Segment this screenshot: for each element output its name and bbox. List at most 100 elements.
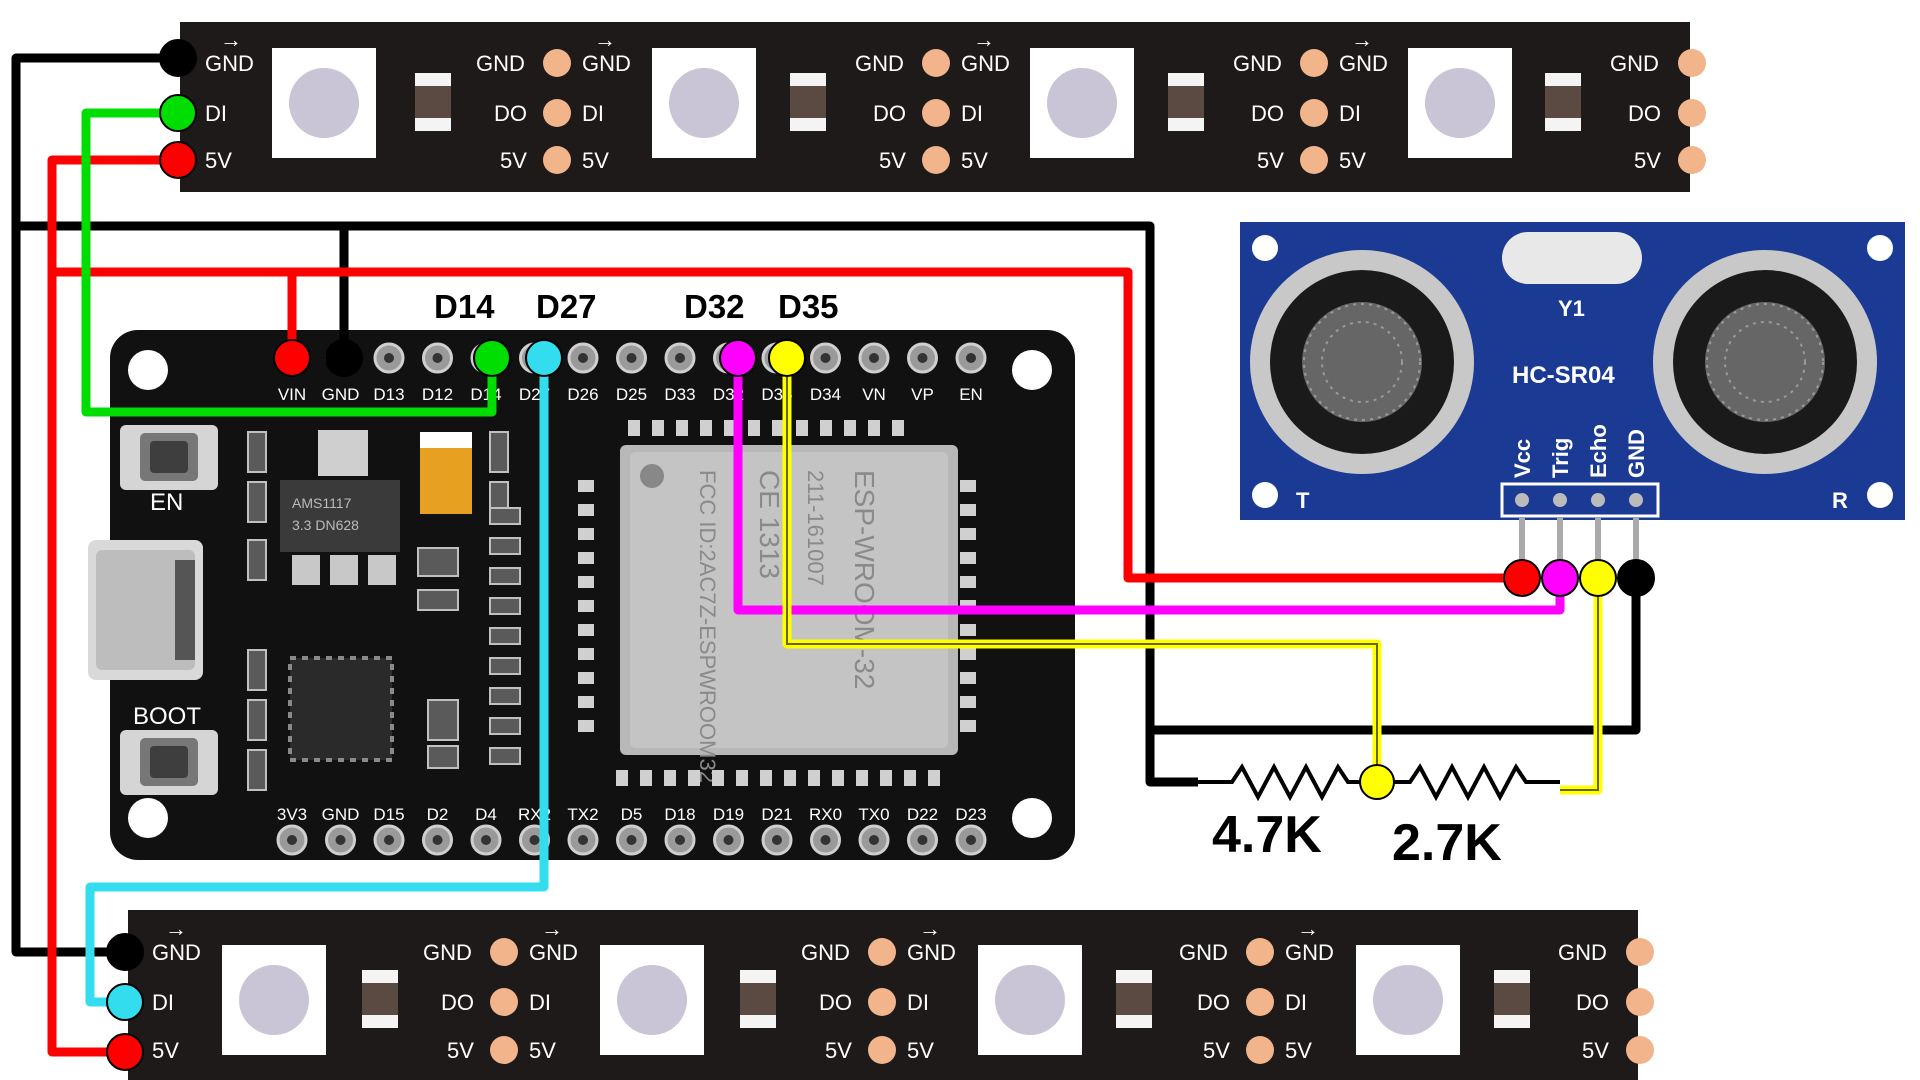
pin-label-d34: D34	[810, 385, 841, 404]
bottom-5v-label: 5V	[1203, 1038, 1230, 1063]
top-5v-label: 5V	[879, 148, 906, 173]
top-led-2	[652, 48, 826, 158]
bottom-arrow: →	[1297, 916, 1319, 941]
pin-hole	[432, 835, 443, 845]
bottom-5v-label: 5V	[907, 1038, 934, 1063]
bottom-di-label: DI	[1285, 990, 1307, 1015]
d14-data-wire	[81, 108, 497, 417]
resistor-network	[1198, 762, 1560, 802]
pin-hole	[578, 835, 588, 845]
resistor-2-7k	[1377, 762, 1560, 802]
transmitter-transducer	[1250, 250, 1474, 474]
bottom-gnd-label: GND	[1558, 940, 1607, 965]
bottom-do-label: DO	[441, 990, 474, 1015]
mount-hole	[1867, 482, 1893, 508]
sensor-echo-dot	[1579, 559, 1617, 597]
bottom-gnd-label: GND	[1285, 940, 1334, 965]
pin-hole	[820, 835, 831, 845]
bottom-led-3	[978, 945, 1152, 1055]
bottom-led-strip: GND DI 5V → GND DO 5V GND DI 5V → GND DO…	[128, 910, 1654, 1080]
y1-label: Y1	[1558, 296, 1585, 321]
sensor-pin-labels: Vcc Trig Echo GND	[1510, 424, 1649, 478]
gnd-pin-label: GND	[1624, 429, 1649, 478]
top-do-label: DO	[1251, 101, 1284, 126]
gnd-wire	[1150, 578, 1641, 735]
mount-hole	[1012, 798, 1052, 838]
pin-hole	[529, 835, 540, 845]
module-date-text: 211-161007	[803, 470, 828, 586]
module-model-text: ESP-WROOM-32	[849, 470, 880, 689]
boot-button[interactable]	[120, 730, 218, 795]
5v-wire	[47, 155, 178, 1057]
vin-dot	[273, 339, 311, 377]
top-gnd-label: GND	[1610, 51, 1659, 76]
pin-label-d12: D12	[422, 385, 453, 404]
sensor-pin-header	[1500, 482, 1660, 518]
bottom-led-1	[222, 945, 398, 1055]
gnd-wire	[11, 53, 178, 957]
pin-hole	[287, 835, 297, 845]
module-fcc-text: FCC ID:2AC7Z-ESPWROOM32	[695, 470, 720, 783]
top-5v-dot	[159, 141, 197, 179]
d32-label: D32	[684, 288, 745, 325]
t-label: T	[1296, 488, 1310, 513]
gnd-dot	[325, 339, 363, 377]
pin-hole	[335, 835, 346, 845]
smd-components	[247, 431, 521, 791]
top-do-label: DO	[1628, 101, 1661, 126]
regulator-text-1: AMS1117	[292, 495, 352, 511]
top-gnd-label: GND	[476, 51, 525, 76]
d27-label: D27	[536, 288, 597, 325]
top-5v-label: 5V	[205, 148, 232, 173]
pin-label-tx0: TX0	[858, 805, 889, 824]
pin-label-vin: VIN	[278, 385, 306, 404]
pin-label-d2: D2	[427, 805, 449, 824]
pin-label-en: EN	[959, 385, 983, 404]
usb-uart-chip	[288, 656, 394, 762]
d32-dot	[719, 339, 757, 377]
bottom-5v-label: 5V	[825, 1038, 852, 1063]
pin-hole	[869, 353, 879, 363]
en-button[interactable]	[120, 425, 218, 490]
top-arrow: →	[220, 27, 242, 52]
sensor-gnd-dot	[1617, 559, 1655, 597]
tantalum-capacitor	[420, 432, 472, 514]
pin-label-rx0: RX0	[809, 805, 842, 824]
bottom-di-dot	[106, 983, 144, 1021]
pin-label-d21: D21	[761, 805, 792, 824]
top-5v-label: 5V	[1634, 148, 1661, 173]
vcc-pin-label: Vcc	[1510, 439, 1535, 478]
pin-label-d22: D22	[907, 805, 938, 824]
module-ce-text: CE 1313	[754, 470, 785, 579]
bottom-arrow: →	[919, 916, 941, 941]
d27-dot	[525, 339, 563, 377]
mount-hole	[128, 350, 168, 390]
top-strip-labels: GND DI 5V → GND DO 5V GND DI 5V → GND DO…	[205, 27, 1661, 173]
pin-hole	[723, 835, 734, 845]
top-gnd-label: GND	[205, 51, 254, 76]
pin-label-d33: D33	[664, 385, 695, 404]
hc-sr04-sensor: Y1 HC-SR04 T R Vcc Trig Echo GND	[1240, 222, 1905, 578]
usb-port	[88, 540, 203, 680]
top-5v-label: 5V	[1257, 148, 1284, 173]
mount-hole	[1252, 482, 1278, 508]
d27-data-wire	[85, 358, 549, 1007]
top-5v-label: 5V	[961, 148, 988, 173]
pin-label-d15: D15	[373, 805, 404, 824]
pin-label-d25: D25	[616, 385, 647, 404]
bottom-5v-label: 5V	[152, 1038, 179, 1063]
top-di-label: DI	[205, 101, 227, 126]
top-led-strip: GND DI 5V → GND DO 5V GND DI 5V → GND DO…	[180, 22, 1706, 192]
pin-label-tx2: TX2	[567, 805, 598, 824]
echo-pin-label: Echo	[1586, 424, 1611, 478]
trig-pin-label: Trig	[1548, 438, 1573, 478]
top-pads	[543, 49, 1706, 174]
pin-label-d4: D4	[475, 805, 497, 824]
top-led-3	[1030, 48, 1204, 158]
pin-hole	[966, 353, 976, 363]
top-gnd-label: GND	[1339, 51, 1388, 76]
divider-junction	[1359, 764, 1395, 800]
top-gnd-label: GND	[961, 51, 1010, 76]
bottom-do-label: DO	[1197, 990, 1230, 1015]
resistor-2-7k-label: 2.7K	[1392, 814, 1502, 872]
